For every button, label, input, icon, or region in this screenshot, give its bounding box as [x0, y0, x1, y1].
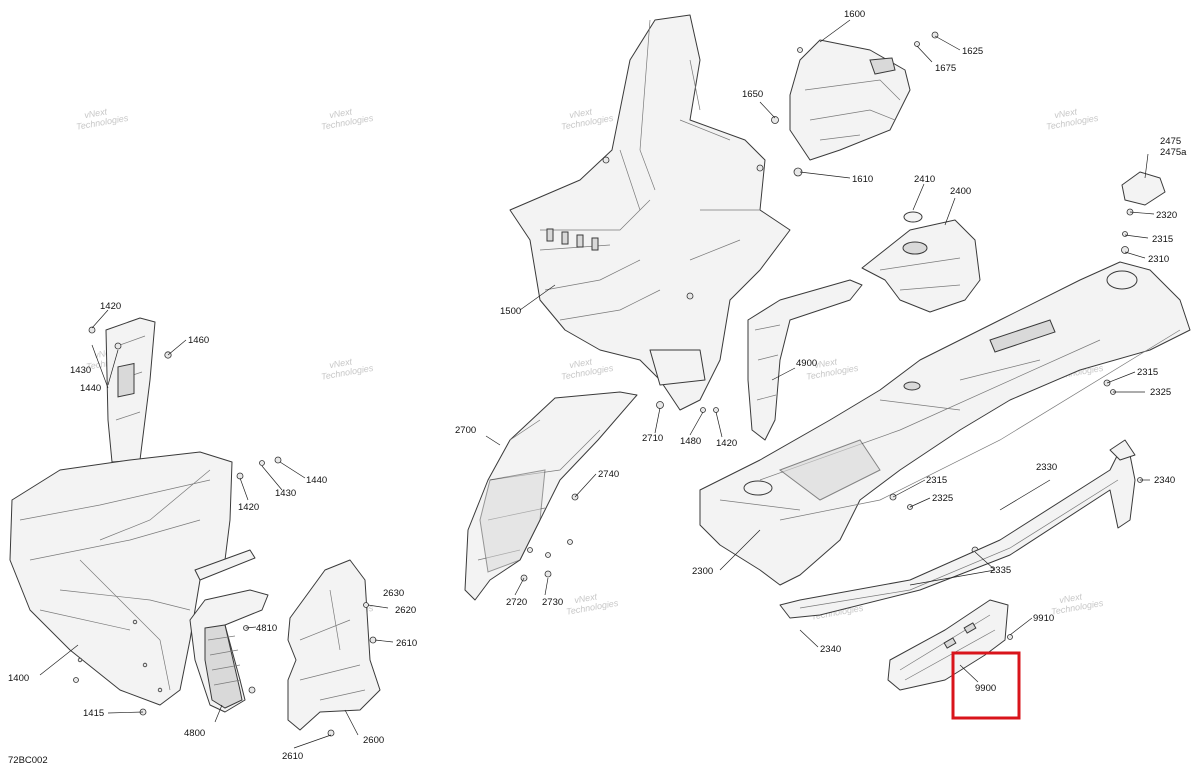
watermark: vNext Technologies [75, 106, 129, 132]
diagram-code: 72BC002 [8, 755, 48, 766]
callout-2400: 2400 [950, 186, 971, 197]
panel-4900 [656, 279, 863, 441]
callout-2320: 2320 [1156, 210, 1177, 221]
callout-2310: 2310 [1148, 254, 1169, 265]
watermark: vNext Technologies [560, 106, 614, 132]
callout-1480: 1480 [680, 436, 701, 447]
callout-4900: 4900 [796, 358, 817, 369]
callout-2475a: 2475a [1160, 147, 1187, 158]
callout-2720: 2720 [506, 597, 527, 608]
leader-lines [39, 19, 1155, 749]
callout-1650: 1650 [742, 89, 763, 100]
svg-text:vNext: vNext [328, 106, 353, 120]
svg-text:vNext: vNext [573, 591, 598, 605]
callout-1420: 1420 [238, 502, 259, 513]
svg-text:vNext: vNext [1053, 106, 1078, 120]
callout-2335: 2335 [990, 565, 1011, 576]
callout-2410: 2410 [914, 174, 935, 185]
callout-2700: 2700 [455, 425, 476, 436]
callout-1420: 1420 [716, 438, 737, 449]
tank-cover-2400 [861, 211, 981, 313]
skid-plate-9900 [887, 599, 1009, 691]
callout-9910: 9910 [1033, 613, 1054, 624]
callout-2340: 2340 [820, 644, 841, 655]
callout-4800: 4800 [184, 728, 205, 739]
watermark: vNext Technologies [1045, 106, 1099, 132]
callout-1625: 1625 [962, 46, 983, 57]
callout-2610: 2610 [396, 638, 417, 649]
callout-9900: 9900 [975, 683, 996, 694]
svg-text:vNext: vNext [568, 356, 593, 370]
watermark: vNext Technologies [320, 356, 374, 382]
inner-panel-2600 [287, 559, 381, 737]
callout-2315: 2315 [926, 475, 947, 486]
callout-1675: 1675 [935, 63, 956, 74]
svg-text:vNext: vNext [328, 356, 353, 370]
callout-1440: 1440 [306, 475, 327, 486]
callout-2710: 2710 [642, 433, 663, 444]
callout-labels: 1400 1415 1420 1460 1430 1440 1420 1430 … [8, 9, 1187, 762]
bracket-1600 [771, 31, 939, 177]
callout-1500: 1500 [500, 306, 521, 317]
callout-2315: 2315 [1137, 367, 1158, 378]
callout-1415: 1415 [83, 708, 104, 719]
callout-2630: 2630 [383, 588, 404, 599]
callout-2315: 2315 [1152, 234, 1173, 245]
callout-2340: 2340 [1154, 475, 1175, 486]
side-panel-2700 [464, 391, 638, 601]
callout-2600: 2600 [363, 735, 384, 746]
callout-1600: 1600 [844, 9, 865, 20]
callout-2330: 2330 [1036, 462, 1057, 473]
callout-2475: 2475 [1160, 136, 1181, 147]
svg-text:vNext: vNext [568, 106, 593, 120]
console-vents [546, 228, 599, 251]
callout-2730: 2730 [542, 597, 563, 608]
center-tub-2300 [699, 261, 1191, 586]
svg-text:vNext: vNext [1058, 591, 1083, 605]
callout-2610: 2610 [282, 751, 303, 762]
center-console-1500 [509, 14, 791, 411]
callout-1440: 1440 [80, 383, 101, 394]
callout-2325: 2325 [932, 493, 953, 504]
callout-2300: 2300 [692, 566, 713, 577]
watermark: vNext Technologies [1050, 591, 1104, 617]
svg-text:vNext: vNext [813, 356, 838, 370]
callout-2740: 2740 [598, 469, 619, 480]
callout-1610: 1610 [852, 174, 873, 185]
svg-text:vNext: vNext [83, 106, 108, 120]
front-side-panel-1400 [9, 317, 256, 706]
watermark: vNext Technologies [320, 106, 374, 132]
highlight-box-9900 [951, 651, 1021, 720]
callout-2325: 2325 [1150, 387, 1171, 398]
callout-1400: 1400 [8, 673, 29, 684]
watermark: vNext Technologies [560, 356, 614, 382]
callout-1430: 1430 [70, 365, 91, 376]
callout-4810: 4810 [256, 623, 277, 634]
watermark: vNext Technologies [565, 591, 619, 617]
callout-1460: 1460 [188, 335, 209, 346]
left-hardware [73, 326, 282, 716]
mud-guard-4800 [189, 589, 269, 713]
callout-2620: 2620 [395, 605, 416, 616]
support-bar-2330 [779, 439, 1136, 619]
callout-1430: 1430 [275, 488, 296, 499]
callout-1420: 1420 [100, 301, 121, 312]
